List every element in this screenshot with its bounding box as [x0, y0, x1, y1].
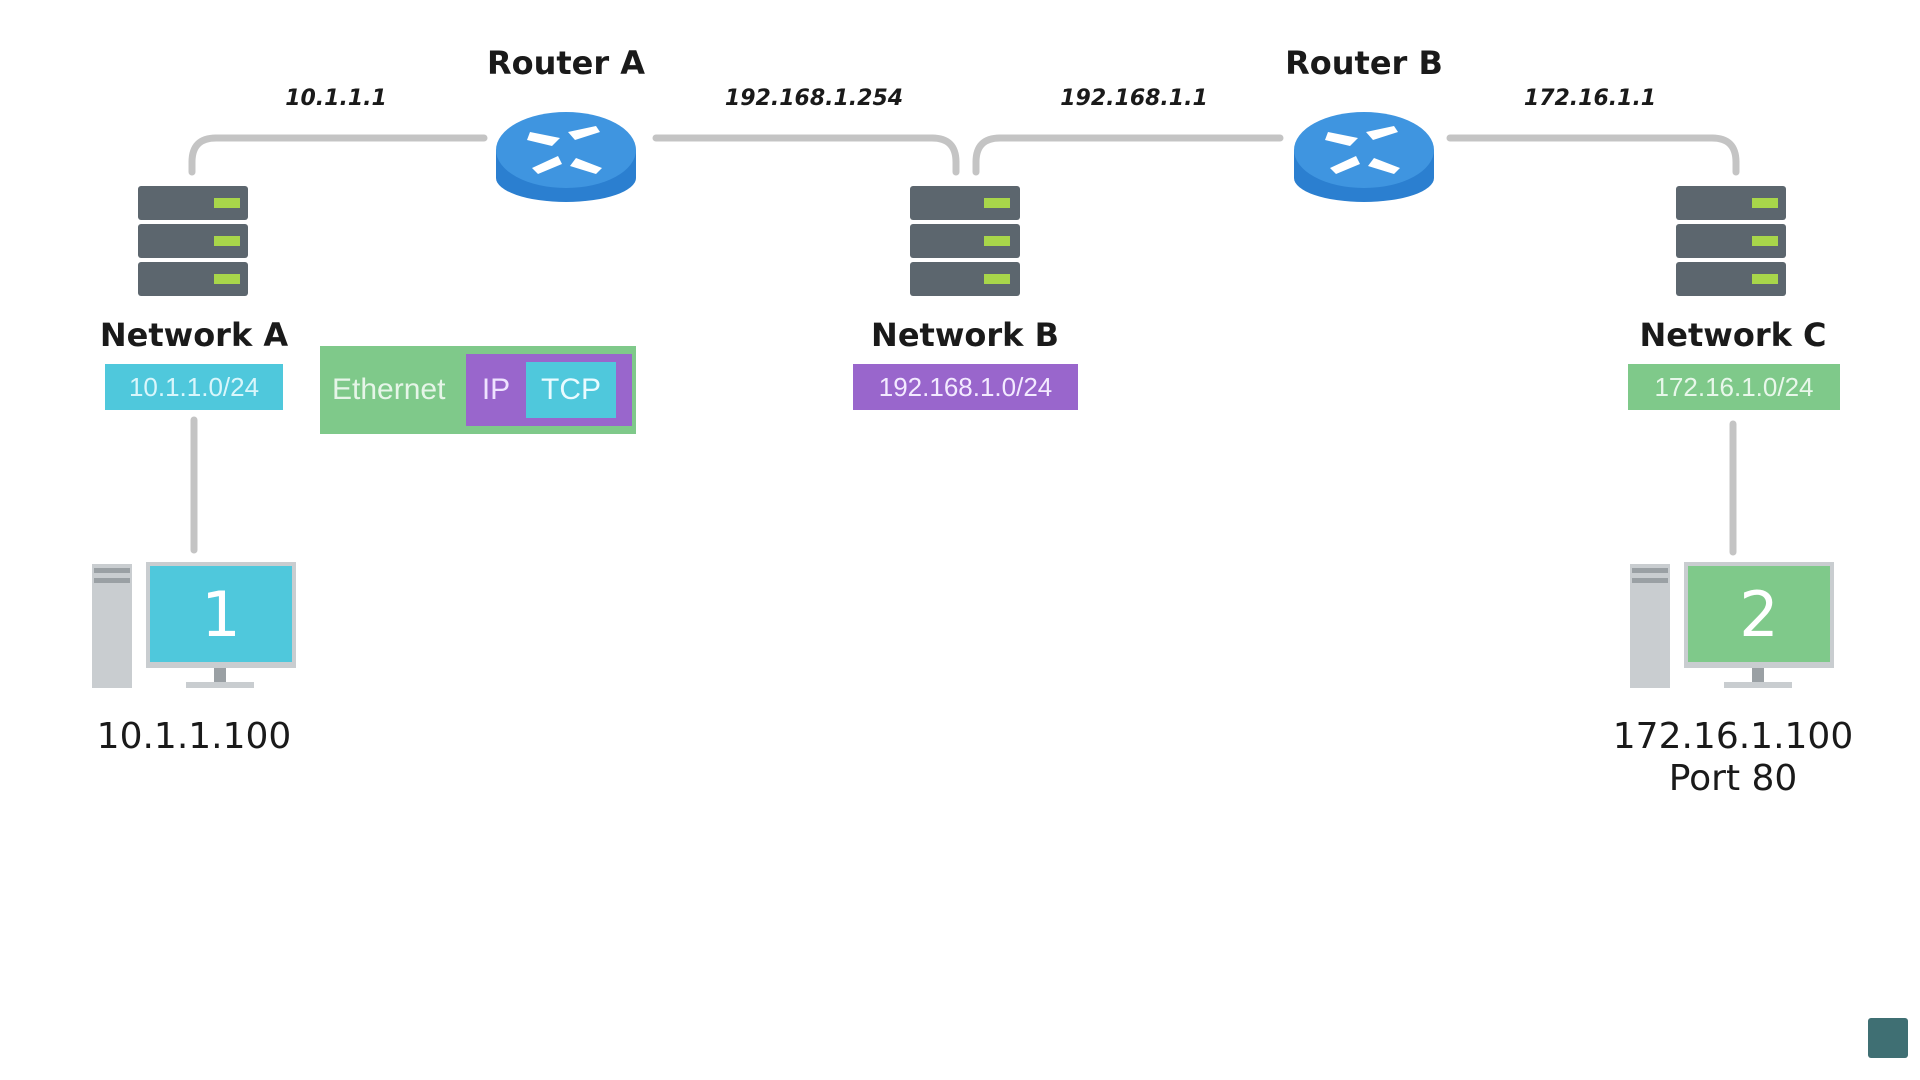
corner-logo-icon	[1868, 1018, 1908, 1058]
network-a-label: Network A	[99, 316, 289, 354]
computer-2-number: 2	[1739, 578, 1779, 651]
link-network-a-router-a	[188, 134, 488, 176]
router-b-label: Router B	[1285, 44, 1443, 82]
interface-ip-label: 192.168.1.254	[724, 86, 904, 111]
network-a-subnet-badge: 10.1.1.0/24	[105, 364, 283, 410]
network-c-label: Network C	[1639, 316, 1827, 354]
interface-ip-label: 10.1.1.1	[285, 86, 387, 111]
interface-ip-label: 192.168.1.1	[1060, 86, 1208, 111]
host-2-ip: 172.16.1.100	[1612, 716, 1854, 757]
packet-ethernet-label: Ethernet	[332, 373, 446, 406]
router-b-icon	[1294, 112, 1434, 202]
interface-ip-label: 172.16.1.1	[1523, 86, 1657, 111]
network-c-subnet-badge: 172.16.1.0/24	[1628, 364, 1840, 410]
server-network-c-icon	[1676, 186, 1786, 296]
packet-ethernet-frame: Ethernet IP TCP	[320, 346, 636, 434]
server-network-b-icon	[910, 186, 1020, 296]
packet-ip-datagram: IP TCP	[466, 354, 632, 426]
packet-ip-label: IP	[481, 373, 511, 406]
computer-1-icon	[92, 562, 296, 688]
link-network-b-router-b	[972, 134, 1284, 176]
computer-1-number: 1	[201, 578, 241, 651]
host-1-ip: 10.1.1.100	[96, 716, 292, 757]
packet-tcp-segment: TCP	[526, 362, 616, 418]
server-network-a-icon	[138, 186, 248, 296]
router-a-label: Router A	[486, 44, 646, 82]
host-2-port: Port 80	[1668, 758, 1798, 799]
network-b-label: Network B	[871, 316, 1059, 354]
network-b-subnet-badge: 192.168.1.0/24	[853, 364, 1078, 410]
link-router-b-network-c	[1446, 134, 1740, 176]
router-a-icon	[496, 112, 636, 202]
link-router-a-network-b	[652, 134, 960, 176]
computer-2-icon	[1630, 562, 1834, 688]
